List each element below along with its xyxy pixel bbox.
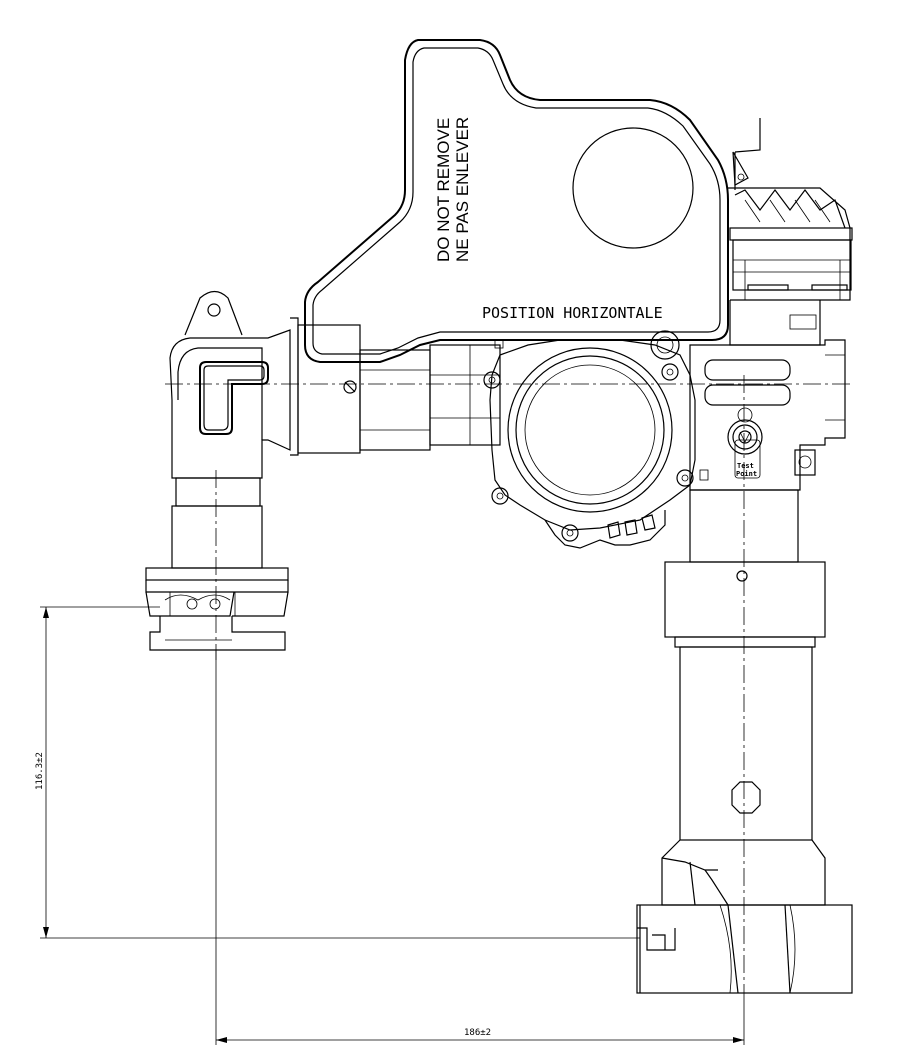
test-point-label-2: Point (736, 470, 757, 478)
warning-label-en: DO NOT REMOVE (434, 118, 453, 262)
dimension-horizontal-label: 186±2 (464, 1028, 491, 1038)
warning-label-fr: NE PAS ENLEVER (453, 117, 472, 262)
dimension-vertical-label: 116.3±2 (35, 752, 45, 790)
left-elbow (169, 290, 291, 569)
test-point-label-1: Test (737, 462, 754, 470)
valve-viewport (507, 347, 673, 513)
actuator-head (728, 118, 853, 346)
dimension-vertical (40, 606, 640, 939)
orientation-label: POSITION HORIZONTALE (482, 304, 663, 322)
right-vertical-pipe (661, 489, 826, 906)
protective-cover (304, 39, 729, 363)
cover-viewport-circle (572, 127, 694, 249)
bottom-hex-nut (636, 904, 853, 994)
dimension-horizontal (215, 650, 745, 1045)
horizontal-pipe (290, 317, 501, 456)
valve-body-right (689, 339, 846, 491)
test-point (727, 419, 763, 455)
central-valve (483, 330, 709, 549)
centerlines (165, 375, 852, 1000)
left-coupling (145, 567, 289, 651)
